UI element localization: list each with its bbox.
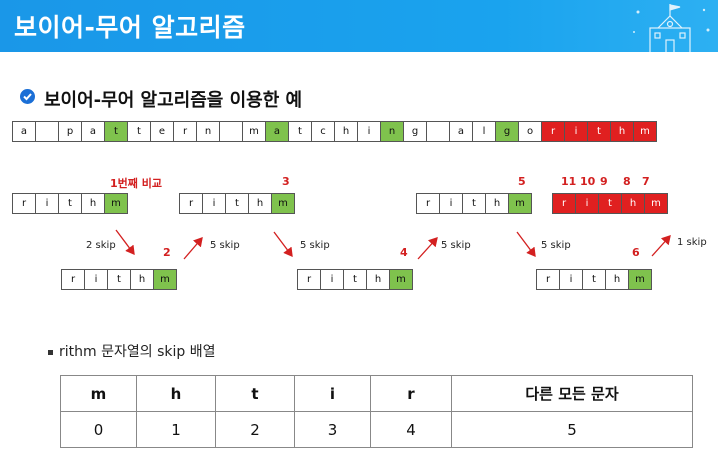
slide-title: 보이어-무어 알고리즘: [14, 13, 246, 42]
skip-label-2: 5 skip: [210, 240, 240, 251]
pattern-char-cell: h: [248, 193, 272, 214]
pattern-char-cell: r: [552, 193, 576, 214]
pattern-char-cell: h: [621, 193, 645, 214]
step-label-8: 8: [623, 175, 631, 188]
skip-label-6: 1 skip: [677, 237, 707, 248]
check-circle-icon: [20, 89, 35, 104]
step-label-10: 10: [580, 175, 596, 188]
section-heading: 보이어-무어 알고리즘을 이용한 예: [44, 90, 303, 111]
pattern-char-cell: m: [104, 193, 128, 214]
step-label-5: 5: [518, 175, 526, 188]
step-label-3: 3: [282, 175, 290, 188]
pattern-char-cell: m: [271, 193, 295, 214]
step-label-4: 4: [400, 246, 408, 259]
skip-table-cell: 1: [136, 411, 216, 448]
skip-label-4: 5 skip: [441, 240, 471, 251]
pattern-char-cell: m: [628, 269, 652, 290]
skip-table-cell: 2: [215, 411, 295, 448]
pattern-char-cell: i: [575, 193, 599, 214]
pattern-char-cell: m: [644, 193, 668, 214]
skip-table-cell: 3: [294, 411, 371, 448]
skip-table-header: i: [294, 375, 371, 412]
pattern-char-cell: m: [508, 193, 532, 214]
skip-label-3: 5 skip: [300, 240, 330, 251]
arrow-skip-4: [417, 237, 438, 260]
school-building-icon: [633, 4, 710, 54]
pattern-char-cell: h: [485, 193, 509, 214]
skip-array-caption: rithm 문자열의 skip 배열: [48, 341, 215, 361]
skip-table-header-row: m h t i r 다른 모든 문자: [60, 375, 693, 412]
skip-array-caption-text: rithm 문자열의 skip 배열: [59, 344, 216, 360]
skip-table-header: h: [136, 375, 216, 412]
pattern-char-cell: m: [153, 269, 177, 290]
arrow-skip-2: [183, 237, 203, 260]
skip-label-5: 5 skip: [541, 240, 571, 251]
arrow-skip-5: [516, 231, 536, 258]
step-label-1: 1번째 비교: [110, 177, 162, 190]
arrow-skip-6: [651, 235, 671, 257]
pattern-char-cell: r: [179, 193, 203, 214]
skip-table-cell: 5: [451, 411, 693, 448]
skip-table-header: 다른 모든 문자: [451, 375, 693, 412]
step-label-11: 11: [561, 175, 577, 188]
pattern-char-cell: m: [389, 269, 413, 290]
step-label-9: 9: [600, 175, 608, 188]
step-label-2: 2: [163, 246, 171, 259]
text-char-cell: e: [150, 121, 174, 142]
step-label-7: 7: [642, 175, 650, 188]
pattern-char-cell: i: [202, 193, 226, 214]
skip-label-1: 2 skip: [86, 240, 116, 251]
skip-table-cell: 4: [370, 411, 452, 448]
arrow-skip-1: [115, 229, 135, 256]
skip-table-value-row: 0 1 2 3 4 5: [60, 411, 693, 448]
slide-header: 보이어-무어 알고리즘: [0, 0, 718, 54]
skip-table-header: m: [60, 375, 137, 412]
text-char-cell: a: [449, 121, 473, 142]
skip-table: m h t i r 다른 모든 문자 0 1 2 3 4 5: [60, 375, 693, 448]
text-char-cell: m: [633, 121, 657, 142]
text-char-cell: c: [311, 121, 335, 142]
skip-table-header: t: [215, 375, 295, 412]
skip-table-header: r: [370, 375, 452, 412]
skip-table-cell: 0: [60, 411, 137, 448]
arrow-skip-3: [273, 231, 293, 258]
bullet-icon: [48, 349, 53, 355]
step-label-6: 6: [632, 246, 640, 259]
